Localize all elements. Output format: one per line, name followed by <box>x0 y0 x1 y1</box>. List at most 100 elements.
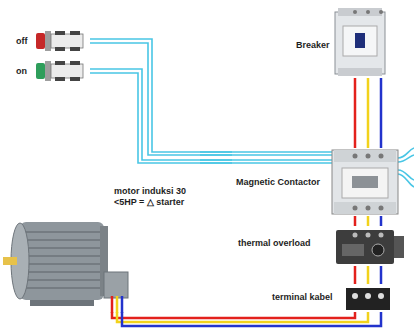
contactor-picture <box>200 148 414 214</box>
button-cap <box>36 33 45 49</box>
screw <box>366 10 370 14</box>
screw <box>366 233 371 238</box>
terminal-picture <box>346 288 390 310</box>
screw <box>379 206 384 211</box>
wire <box>355 216 381 226</box>
magnetic-contactor: Magnetic Contactor <box>232 148 402 216</box>
button-contact <box>70 77 80 81</box>
push-button: on <box>10 58 90 84</box>
wire-line <box>354 78 357 148</box>
breaker-handle <box>355 33 365 48</box>
motor-picture <box>3 222 128 313</box>
off-button <box>36 31 83 51</box>
button-body <box>51 34 83 48</box>
motor-lead <box>121 296 124 313</box>
button-contact <box>70 47 80 51</box>
wire-line <box>90 69 232 160</box>
motor-terminal-box <box>104 272 128 298</box>
terminal-body <box>346 288 390 310</box>
motor-lead <box>111 296 114 313</box>
wire-line <box>367 78 370 148</box>
overload-dial <box>372 244 384 256</box>
button-contact <box>55 31 65 35</box>
button-contact <box>55 77 65 81</box>
component-label: on <box>16 66 27 77</box>
component-label: thermal overload <box>238 238 311 249</box>
component-label: Magnetic Contactor <box>236 177 320 188</box>
breaker-body <box>335 12 385 74</box>
wire <box>90 69 232 163</box>
screw <box>379 154 384 159</box>
button-contact <box>55 61 65 65</box>
button-contact <box>70 31 80 35</box>
wire-line <box>90 39 232 152</box>
breaker-terminal <box>338 8 382 16</box>
contactor-window <box>352 176 378 188</box>
button-body <box>51 64 83 78</box>
control-wire <box>200 152 334 163</box>
push-button: off <box>10 28 90 54</box>
wire-line <box>354 216 357 226</box>
motor-lead <box>116 296 119 313</box>
thermal-overload-relay: thermal overload <box>234 226 406 266</box>
screw <box>379 10 383 14</box>
contactor-terminal <box>334 202 396 214</box>
wire-line <box>122 312 381 326</box>
button-contact <box>55 47 65 51</box>
breaker-front <box>343 26 377 56</box>
breaker-terminal <box>338 68 382 76</box>
overload-picture <box>336 230 404 264</box>
motor-fins <box>22 232 104 288</box>
screw <box>366 206 371 211</box>
overload-body <box>336 230 394 264</box>
component-label: terminal kabel <box>272 292 333 303</box>
screw <box>353 206 358 211</box>
on-button <box>36 61 83 81</box>
component-label: motor induksi 30 <5HP = △ starter <box>114 186 200 208</box>
wire <box>112 312 381 326</box>
circuit-breaker: Breaker <box>290 6 388 78</box>
control-wire <box>398 148 414 187</box>
overload-plate <box>342 244 364 256</box>
screw <box>365 293 371 299</box>
wire-line <box>117 312 368 322</box>
button-contact <box>70 61 80 65</box>
button-ring <box>45 31 51 51</box>
wire-line <box>354 266 357 284</box>
wire <box>355 78 381 148</box>
wire-line <box>380 216 383 226</box>
wire <box>90 39 232 155</box>
wire-line <box>367 216 370 226</box>
button-ring <box>45 61 51 81</box>
wire-line <box>112 312 355 318</box>
wire-line <box>380 266 383 284</box>
overload-side <box>394 236 404 258</box>
screw <box>353 10 357 14</box>
wire-line <box>367 266 370 284</box>
wire <box>355 266 381 284</box>
wire-line <box>90 73 232 163</box>
contactor-terminal <box>334 150 396 162</box>
wire-line <box>90 43 232 155</box>
terminal-block: terminal kabel <box>268 284 392 312</box>
screw <box>366 154 371 159</box>
component-label: off <box>16 36 28 47</box>
motor-body <box>20 222 104 300</box>
button-cap <box>36 63 45 79</box>
motor-shaft <box>3 257 17 265</box>
screw <box>378 293 384 299</box>
screw <box>379 233 384 238</box>
contactor-front <box>342 168 388 198</box>
breaker-picture <box>335 8 385 76</box>
contactor-body <box>332 150 398 214</box>
component-label: Breaker <box>296 40 330 51</box>
screw <box>352 293 358 299</box>
screw <box>353 233 358 238</box>
screw <box>353 154 358 159</box>
induction-motor: motor induksi 30 <5HP = △ starter <box>2 182 204 312</box>
wire-line <box>380 78 383 148</box>
